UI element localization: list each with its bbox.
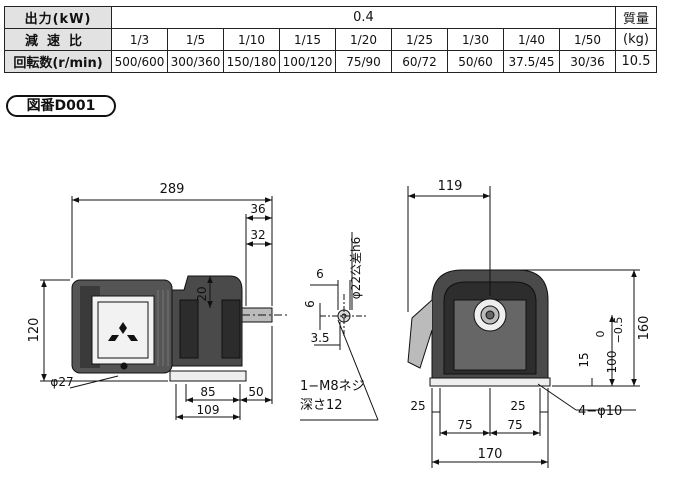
speed-label: 回転数(r/min) — [4, 50, 112, 73]
output-row: 出力(kW) 0.4 質量 — [4, 6, 657, 29]
dim-15: 15 — [577, 352, 591, 367]
speed-cell: 300/360 — [167, 50, 224, 73]
speed-cell: 30/36 — [559, 50, 616, 73]
dim-100: 100 — [605, 351, 619, 374]
dim-tol-0: 0 — [594, 331, 607, 338]
spec-table: 出力(kW) 0.4 質量 減速比 1/3 1/5 1/10 1/15 1/20… — [4, 6, 657, 73]
mass-label: 質量 — [615, 6, 657, 29]
dim-tol-neg: −0.5 — [612, 317, 625, 344]
dim-bore: φ27 — [50, 375, 73, 389]
speed-cell: 37.5/45 — [503, 50, 560, 73]
dim-key-6b: 6 — [303, 300, 317, 308]
dim-50: 50 — [248, 385, 263, 399]
output-label: 出力(kW) — [4, 6, 112, 29]
front-view — [407, 186, 640, 468]
dim-height-120: 120 — [27, 318, 42, 343]
side-view — [40, 196, 290, 420]
speed-cell: 60/72 — [391, 50, 448, 73]
speed-cell: 75/90 — [335, 50, 392, 73]
speed-row: 回転数(r/min) 500/600 300/360 150/180 100/1… — [4, 50, 657, 73]
ratio-cell: 1/15 — [279, 28, 336, 51]
mount-base — [169, 370, 247, 382]
dim-75b: 75 — [507, 418, 522, 432]
dim-25b: 25 — [510, 399, 525, 413]
dim-key-6a: 6 — [316, 267, 324, 281]
dim-75a: 75 — [457, 418, 472, 432]
tap-note-line1: 1−M8ネジ — [300, 379, 365, 394]
dim-total-length: 289 — [160, 182, 185, 197]
dim-170: 170 — [478, 447, 503, 462]
dim-3-5: 3.5 — [310, 331, 329, 345]
dim-109: 109 — [197, 403, 220, 417]
dim-119: 119 — [438, 179, 463, 194]
mass-value: 10.5 — [615, 50, 657, 73]
shaft-diameter: φ22公差h6 — [349, 237, 363, 299]
speed-cell: 100/120 — [279, 50, 336, 73]
dim-25a: 25 — [410, 399, 425, 413]
dim-20: 20 — [195, 286, 209, 301]
dim-36: 36 — [250, 202, 265, 216]
mount-holes-note: 4−φ10 — [578, 404, 622, 419]
speed-cell: 150/180 — [223, 50, 280, 73]
dim-32: 32 — [250, 228, 265, 242]
speed-cell: 50/60 — [447, 50, 504, 73]
dim-160: 160 — [637, 316, 652, 341]
mitsubishi-logo-icon — [108, 322, 138, 341]
front-base — [429, 377, 551, 387]
tap-note-line2: 深さ12 — [300, 398, 343, 413]
speed-cell: 500/600 — [111, 50, 168, 73]
shaft-detail — [300, 232, 379, 421]
drawing-number-badge: 図番D001 — [6, 95, 116, 117]
dim-85: 85 — [200, 385, 215, 399]
